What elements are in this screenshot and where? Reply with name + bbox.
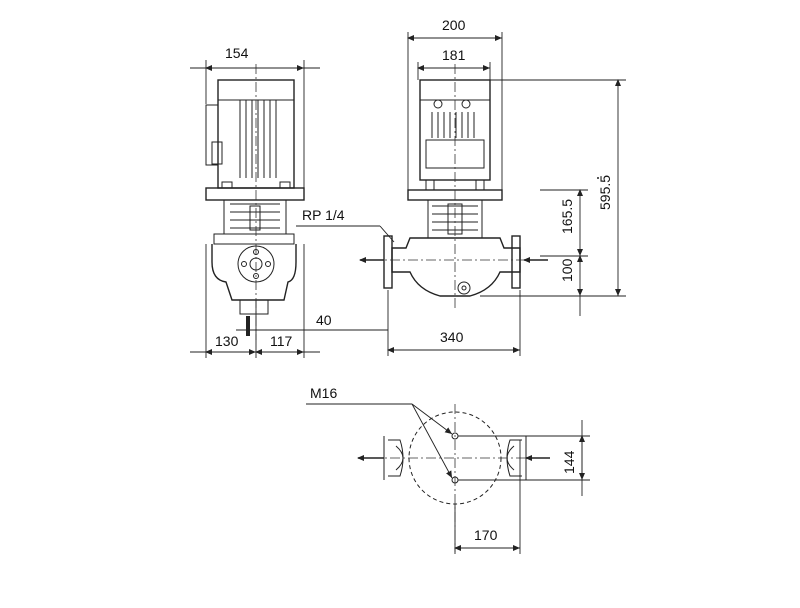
dim-117-label: 117 <box>270 333 293 349</box>
dim-154-label: 154 <box>225 45 249 61</box>
dim-100-label: 100 <box>559 258 575 282</box>
foot-view: M16 144 170 <box>306 385 590 554</box>
drawing-dot <box>597 177 599 179</box>
dim-40-label: 40 <box>316 312 332 328</box>
dim-181-label: 181 <box>442 47 466 63</box>
side-view: 154 130 117 40 <box>190 45 388 358</box>
port-label: RP 1/4 <box>302 207 345 223</box>
dim-340-label: 340 <box>440 329 464 345</box>
front-view: 200 181 340 595.5 165.5 100 RP 1/4 <box>296 17 626 356</box>
dim-595-label: 595.5 <box>597 175 613 210</box>
dim-144-label: 144 <box>561 450 577 474</box>
motor-fins <box>239 100 277 178</box>
dim-165-label: 165.5 <box>559 199 575 234</box>
front-motor-fins <box>431 112 475 138</box>
dim-170-label: 170 <box>474 527 498 543</box>
dim-200-label: 200 <box>442 17 466 33</box>
bolt-label: M16 <box>310 385 337 401</box>
dim-130-label: 130 <box>215 333 239 349</box>
